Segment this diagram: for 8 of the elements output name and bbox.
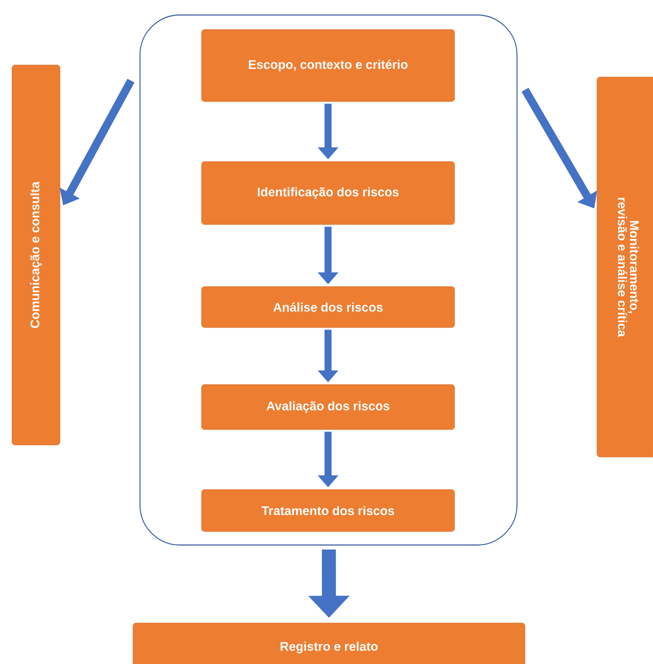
process-box: Comunicação e consulta bbox=[12, 64, 60, 446]
step-box: Avaliação dos riscos bbox=[201, 384, 455, 430]
process-box: Registro e relato bbox=[132, 622, 526, 664]
step-box: Escopo, contexto e critério bbox=[201, 29, 455, 102]
step-box: Identificação dos riscos bbox=[201, 161, 455, 225]
process-box: Monitoramento, revisão e análise crítica bbox=[596, 76, 653, 458]
step-box: Análise dos riscos bbox=[201, 286, 455, 328]
step-box: Tratamento dos riscos bbox=[201, 489, 455, 532]
